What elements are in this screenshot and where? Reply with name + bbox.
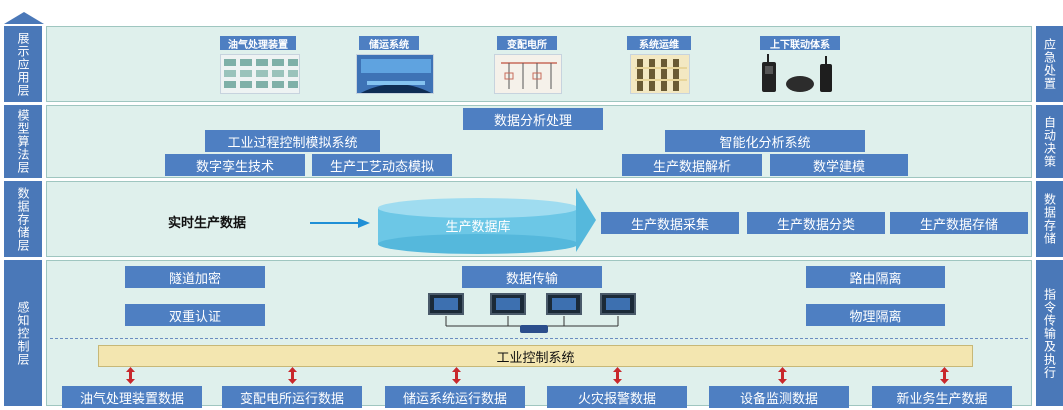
right-label-decision-text: 自动决策 xyxy=(1042,115,1057,168)
substation-diagram-image xyxy=(494,54,562,94)
control-transfer-label: 数据传输 xyxy=(505,271,558,287)
bottom-fire-alarm-data: 火灾报警数据 xyxy=(547,386,687,408)
left-label-display: 展示应用层 xyxy=(4,26,42,102)
bottom-new-business-data: 新业务生产数据 xyxy=(872,386,1012,408)
model-math-modeling-label: 数学建模 xyxy=(812,159,865,175)
monitor-icon xyxy=(490,293,526,315)
control-physical-label: 物理隔离 xyxy=(849,309,902,325)
left-label-display-text: 展示应用层 xyxy=(16,31,30,97)
ics-bar-label: 工业控制系统 xyxy=(496,350,575,366)
bottom-storage-data-label: 储运系统运行数据 xyxy=(402,391,507,407)
control-dual-auth-label: 双重认证 xyxy=(168,309,221,325)
monitor-icon xyxy=(600,293,636,315)
control-routing: 路由隔离 xyxy=(806,266,945,288)
double-arrow-icon xyxy=(126,367,135,384)
storage-collect-label: 生产数据采集 xyxy=(630,217,709,233)
left-label-model-text: 模型算法层 xyxy=(16,109,30,174)
display-item-ops: 系统运维 xyxy=(627,36,691,51)
left-label-control: 感知控制层 xyxy=(4,260,42,406)
double-arrow-icon xyxy=(940,367,949,384)
control-routing-label: 路由隔离 xyxy=(849,271,902,287)
model-process-dynamic: 生产工艺动态模拟 xyxy=(312,154,452,176)
model-data-parsing-label: 生产数据解析 xyxy=(652,159,731,175)
display-item-storage: 储运系统 xyxy=(359,36,419,51)
right-label-decision: 自动决策 xyxy=(1036,105,1063,178)
bottom-oil-data-label: 油气处理装置数据 xyxy=(79,391,184,407)
display-item-ops-label: 系统运维 xyxy=(639,39,679,51)
bottom-oil-data: 油气处理装置数据 xyxy=(62,386,202,408)
model-process-dynamic-label: 生产工艺动态模拟 xyxy=(329,159,434,175)
oil-plant-screen-image xyxy=(220,54,300,94)
display-item-substation-label: 变配电所 xyxy=(507,39,547,51)
divider xyxy=(50,338,1028,339)
left-label-control-text: 感知控制层 xyxy=(16,300,30,366)
double-arrow-icon xyxy=(778,367,787,384)
right-arrow-icon xyxy=(310,218,370,228)
bottom-substation-data: 变配电所运行数据 xyxy=(222,386,362,408)
storage-collect: 生产数据采集 xyxy=(601,212,739,234)
storage-classify-label: 生产数据分类 xyxy=(776,217,855,233)
network-switch-icon xyxy=(520,325,548,333)
model-data-analysis: 数据分析处理 xyxy=(463,108,603,130)
display-item-linkage: 上下联动体系 xyxy=(760,36,840,51)
database-icon xyxy=(378,198,578,254)
monitor-icon xyxy=(546,293,582,315)
model-digital-twin-label: 数字孪生技术 xyxy=(195,159,274,175)
right-label-emergency: 应急处置 xyxy=(1036,26,1063,102)
double-arrow-icon xyxy=(613,367,622,384)
ics-bar: 工业控制系统 xyxy=(98,345,973,367)
storage-database-label: 生产数据库 xyxy=(445,220,511,235)
model-ics-simulation: 工业过程控制模拟系统 xyxy=(205,130,380,152)
right-label-command-text: 指令传输及执行 xyxy=(1042,287,1057,379)
bottom-equipment-data: 设备监测数据 xyxy=(709,386,849,408)
ops-diagram-image xyxy=(630,54,690,94)
right-label-emergency-text: 应急处置 xyxy=(1042,38,1057,90)
bottom-fire-alarm-data-label: 火灾报警数据 xyxy=(577,391,656,407)
model-data-parsing: 生产数据解析 xyxy=(622,154,762,176)
model-intelligent-analysis-label: 智能化分析系统 xyxy=(719,135,811,151)
control-room-image xyxy=(356,54,434,94)
right-label-storage: 数据存储 xyxy=(1036,181,1063,257)
double-arrow-icon xyxy=(288,367,297,384)
display-item-oil-label: 油气处理装置 xyxy=(228,39,288,51)
bottom-equipment-data-label: 设备监测数据 xyxy=(739,391,818,407)
control-tunnel: 隧道加密 xyxy=(125,266,265,288)
left-label-storage: 数据存储层 xyxy=(4,181,42,257)
left-label-model: 模型算法层 xyxy=(4,105,42,178)
control-dual-auth: 双重认证 xyxy=(125,304,265,326)
up-arrow-icon xyxy=(4,12,44,24)
double-arrow-icon xyxy=(452,367,461,384)
model-ics-simulation-label: 工业过程控制模拟系统 xyxy=(227,135,358,151)
model-intelligent-analysis: 智能化分析系统 xyxy=(665,130,865,152)
control-transfer: 数据传输 xyxy=(462,266,602,288)
bottom-substation-data-label: 变配电所运行数据 xyxy=(239,391,344,407)
right-label-storage-text: 数据存储 xyxy=(1042,193,1057,245)
right-label-command: 指令传输及执行 xyxy=(1036,260,1063,406)
monitor-icon xyxy=(428,293,464,315)
storage-classify: 生产数据分类 xyxy=(747,212,885,234)
chevron-right-icon xyxy=(576,188,596,252)
model-math-modeling: 数学建模 xyxy=(770,154,908,176)
storage-store: 生产数据存储 xyxy=(890,212,1028,234)
bottom-new-business-data-label: 新业务生产数据 xyxy=(896,391,988,407)
left-label-storage-text: 数据存储层 xyxy=(16,186,30,252)
storage-realtime-label: 实时生产数据 xyxy=(168,216,247,231)
display-item-linkage-label: 上下联动体系 xyxy=(770,39,830,51)
display-item-substation: 变配电所 xyxy=(497,36,557,51)
model-data-analysis-label: 数据分析处理 xyxy=(493,113,572,129)
control-tunnel-label: 隧道加密 xyxy=(168,271,221,287)
storage-store-label: 生产数据存储 xyxy=(919,217,998,233)
control-physical: 物理隔离 xyxy=(806,304,945,326)
bottom-storage-data: 储运系统运行数据 xyxy=(385,386,525,408)
radio-devices-image xyxy=(760,54,840,94)
display-item-storage-label: 储运系统 xyxy=(369,39,409,51)
model-digital-twin: 数字孪生技术 xyxy=(165,154,305,176)
display-item-oil: 油气处理装置 xyxy=(220,36,296,51)
